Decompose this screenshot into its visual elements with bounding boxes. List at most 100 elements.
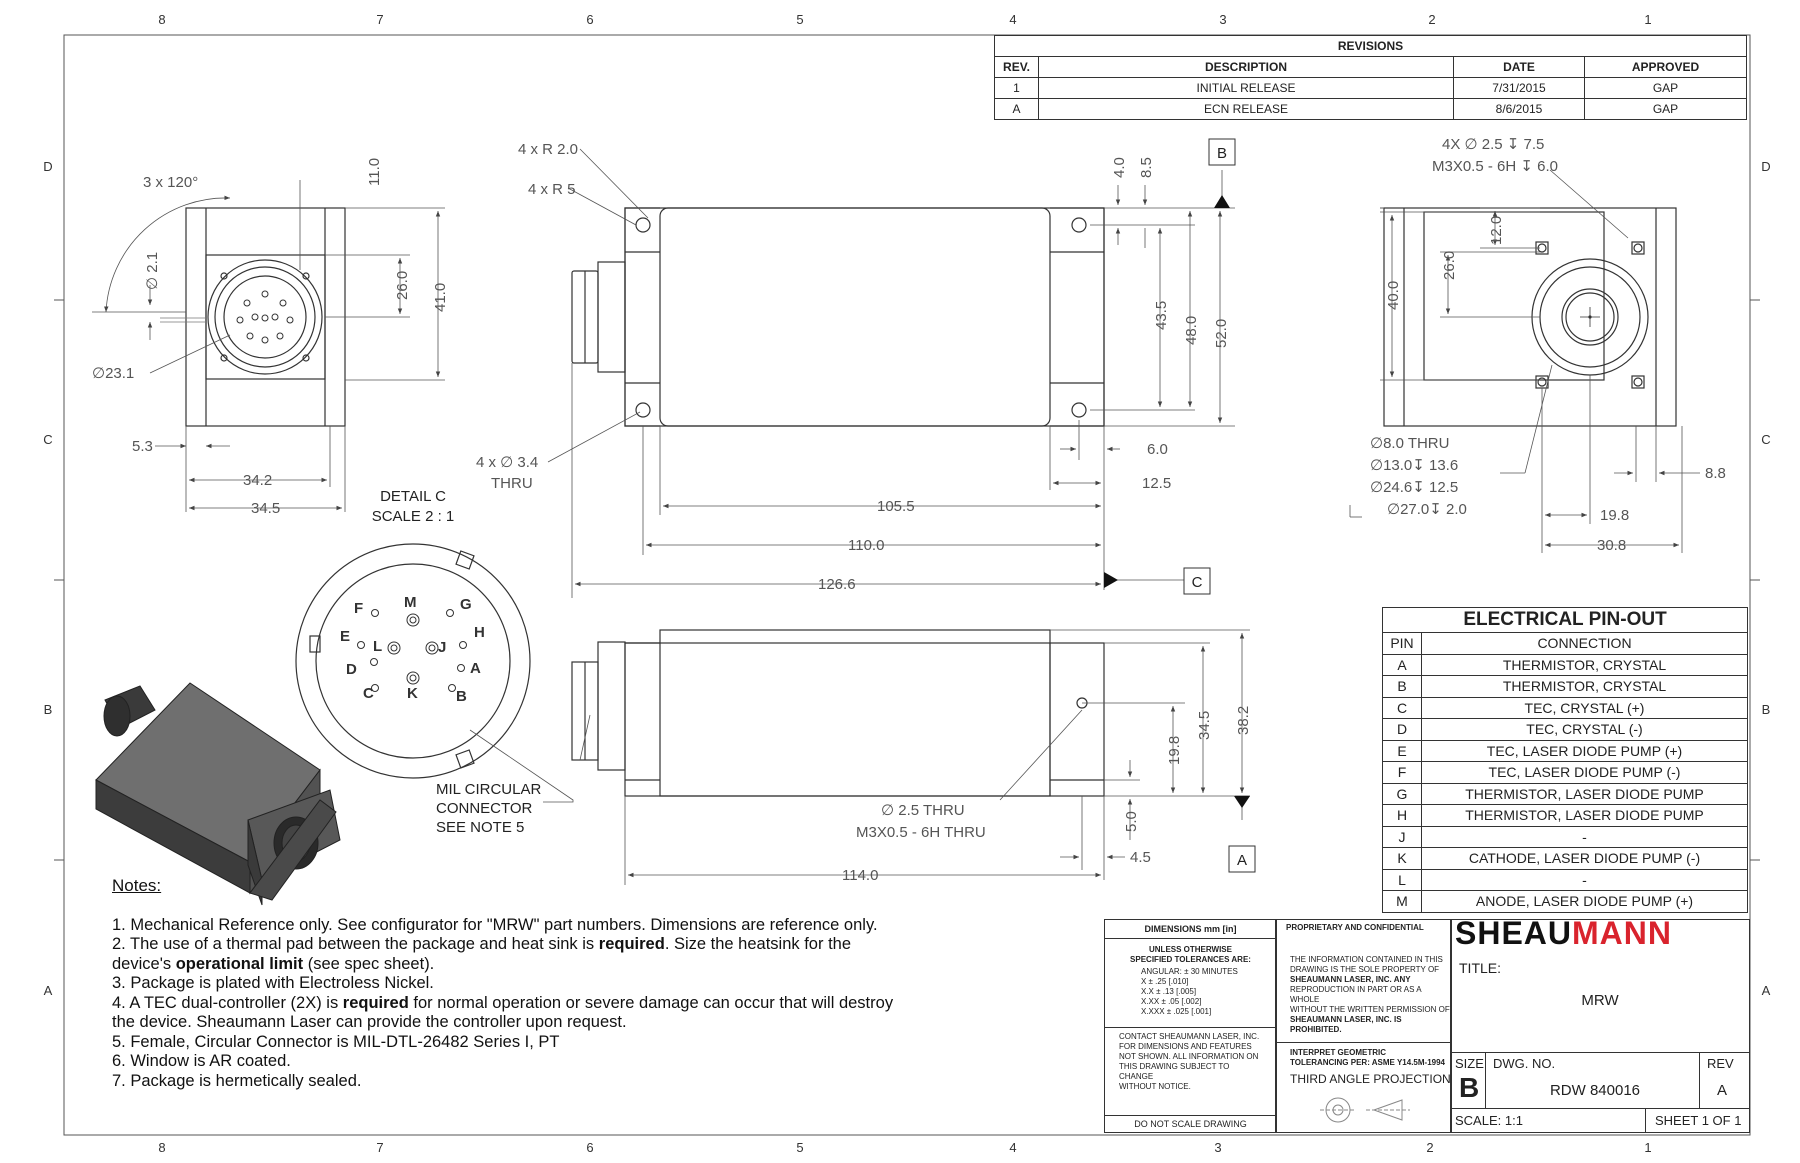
connector-note-line-1: MIL CIRCULAR [436, 781, 541, 798]
zone-top-4: 4 [1009, 12, 1016, 27]
rev-cell: GAP [1584, 98, 1747, 120]
zone-left-c: C [43, 432, 52, 447]
connector-note-line-2: CONNECTOR [436, 800, 533, 817]
dim-34-5-bottom: 34.5 [1196, 711, 1213, 740]
datum-b-box: B [1208, 138, 1236, 166]
note-1: 1. Mechanical Reference only. See config… [112, 915, 878, 934]
proprietary-line-6: SHEAUMANN LASER, INC. IS PROHIBITED. [1290, 1015, 1402, 1034]
rev-header-rev: REV. [994, 56, 1039, 78]
pinout-connection: - [1421, 825, 1748, 848]
pin-m: M [404, 594, 417, 611]
dim-11: 11.0 [366, 158, 383, 186]
hole-callout-1: ∅ 2.5 THRU [881, 802, 965, 819]
side-callout-line-2: M3X0.5 - 6H ↧ 6.0 [1432, 158, 1558, 175]
projection-symbol-icon [1320, 1097, 1410, 1123]
dim-41: 41.0 [432, 283, 449, 312]
contact-line-2: FOR DIMENSIONS AND FEATURES [1119, 1042, 1252, 1051]
connector-note-line-3: SEE NOTE 5 [436, 819, 524, 836]
bore-line-1: ∅8.0 THRU [1370, 435, 1449, 452]
zone-left-a: A [44, 983, 53, 998]
zone-top-6: 6 [586, 12, 593, 27]
notes-heading: Notes: [112, 876, 162, 895]
callout-r2: 4 x R 2.0 [518, 141, 578, 158]
title-label: TITLE: [1459, 960, 1502, 976]
dim-110-0: 110.0 [848, 537, 884, 554]
dim-19-8-side: 19.8 [1600, 507, 1629, 524]
zone-right-b: B [1762, 702, 1771, 717]
pinout-connection: CATHODE, LASER DIODE PUMP (-) [1421, 847, 1748, 870]
zone-top-8: 8 [158, 12, 165, 27]
dim-12-0: 12.0 [1488, 216, 1505, 245]
zone-top-2: 2 [1428, 12, 1435, 27]
note-6: 6. Window is AR coated. [112, 1052, 291, 1070]
side-callout-line-1: 4X ∅ 2.5 ↧ 7.5 [1442, 136, 1544, 153]
bore-line-2: ∅13.0↧ 13.6 [1370, 457, 1458, 474]
interpret-line-1: INTERPRET GEOMETRIC [1290, 1048, 1387, 1057]
rev-cell: 1 [994, 77, 1039, 99]
bore-line-4: ∅27.0↧ 2.0 [1387, 501, 1467, 518]
dim-19-8: 19.8 [1166, 736, 1183, 765]
note-2: 2. The use of a thermal pad between the … [112, 935, 852, 973]
bore-line-3: ∅24.6↧ 12.5 [1370, 479, 1458, 496]
dim-8-5: 8.5 [1138, 157, 1155, 178]
tolerance-xx: X.X ± .13 [.005] [1141, 987, 1197, 996]
datum-c-triangle [1104, 572, 1118, 588]
datum-a-triangle [1234, 796, 1250, 808]
svg-text:C: C [1192, 574, 1203, 591]
rev-label: REV [1707, 1056, 1734, 1071]
datum-a-box: A [1228, 845, 1256, 873]
pinout-title: ELECTRICAL PIN-OUT [1382, 607, 1748, 633]
dim-26: 26.0 [394, 271, 411, 300]
rev-cell: 8/6/2015 [1453, 98, 1585, 120]
pinout-pin: C [1382, 696, 1422, 719]
dim-4-5: 4.5 [1130, 849, 1151, 866]
tolerance-head-2: SPECIFIED TOLERANCES ARE: [1130, 955, 1251, 964]
rev-cell: 7/31/2015 [1453, 77, 1585, 99]
pinout-pin: K [1382, 847, 1422, 870]
title-block-dimensions: DIMENSIONS mm [in] UNLESS OTHERWISE SPEC… [1104, 919, 1277, 1133]
pinout-connection: TEC, LASER DIODE PUMP (-) [1421, 761, 1748, 784]
pinout-connection: TEC, LASER DIODE PUMP (+) [1421, 739, 1748, 762]
dim-105-5: 105.5 [877, 498, 915, 515]
revisions-table: REVISIONS REV. DESCRIPTION DATE APPROVED… [994, 35, 1747, 120]
zone-top-3: 3 [1219, 12, 1226, 27]
front-view-labels: 3 x 120° 11.0 ∅ 2.1 26.0 41.0 ∅23.1 5.3 … [92, 158, 449, 517]
pin-j: J [438, 639, 446, 656]
rev-header-date: DATE [1453, 56, 1585, 78]
zone-bottom-5: 5 [796, 1140, 803, 1155]
contact-line-5: WITHOUT NOTICE. [1119, 1082, 1191, 1091]
zone-top-5: 5 [796, 12, 803, 27]
pinout-connection: THERMISTOR, CRYSTAL [1421, 653, 1748, 676]
title-block-proprietary: PROPRIETARY AND CONFIDENTIAL THE INFORMA… [1275, 919, 1452, 1133]
dim-6-0: 6.0 [1147, 441, 1168, 458]
datum-b-triangle [1214, 195, 1230, 208]
revision-row: A ECN RELEASE 8/6/2015 GAP [994, 98, 1747, 120]
top-view [571, 207, 1105, 427]
pinout-pin: A [1382, 653, 1422, 676]
pinout-row: L- [1382, 868, 1748, 891]
svg-text:B: B [1217, 145, 1227, 162]
rev-cell: INITIAL RELEASE [1038, 77, 1454, 99]
zone-left-d: D [43, 159, 52, 174]
size-value: B [1459, 1072, 1480, 1103]
rev-cell: GAP [1584, 77, 1747, 99]
dim-5-3: 5.3 [132, 438, 153, 455]
side-view-dims [1349, 169, 1700, 553]
dim-114-0: 114.0 [842, 867, 878, 884]
pinout-connection: - [1421, 868, 1748, 891]
zone-right-a: A [1762, 983, 1771, 998]
pinout-header-pin: PIN [1382, 632, 1422, 655]
zone-top-7: 7 [376, 12, 383, 27]
proprietary-label: PROPRIETARY AND CONFIDENTIAL [1286, 923, 1424, 932]
interpret-line-2: TOLERANCING PER: ASME Y14.5M-1994 [1290, 1058, 1446, 1067]
dim-dia-2-1: ∅ 2.1 [144, 252, 161, 290]
detail-c [295, 543, 531, 779]
note-3: 3. Package is plated with Electroless Ni… [112, 974, 434, 992]
zone-right-d: D [1761, 159, 1770, 174]
dim-43-5: 43.5 [1153, 301, 1170, 330]
pin-d: D [346, 661, 357, 678]
